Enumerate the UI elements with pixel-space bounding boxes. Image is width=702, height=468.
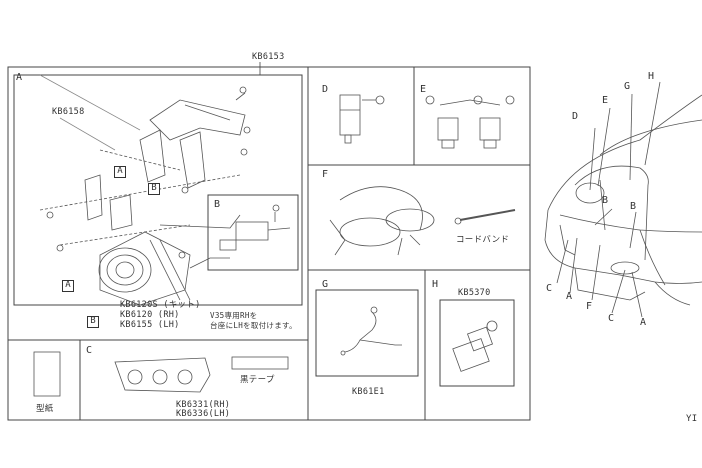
part-number-a-line1: KB6120S (キット) bbox=[120, 300, 201, 310]
part-number-top: KB6153 bbox=[252, 52, 285, 62]
part-number-c-line2: KB6336(LH) bbox=[176, 409, 231, 419]
section-letter-d: D bbox=[322, 84, 329, 95]
inset-label-a: A bbox=[114, 166, 126, 178]
inset-label-b-lower: B bbox=[87, 316, 99, 328]
paper-template-label: 型紙 bbox=[36, 404, 54, 414]
outer-frame bbox=[7, 66, 531, 421]
section-d-relay bbox=[339, 94, 385, 144]
car-callout-a2: A bbox=[640, 317, 647, 328]
car-illustration bbox=[544, 81, 702, 318]
bracket-assembly bbox=[39, 74, 291, 306]
car-callout-h: H bbox=[648, 71, 655, 82]
inset-label-b: B bbox=[148, 183, 160, 195]
part-number-h: KB5370 bbox=[458, 288, 491, 298]
section-g-harness bbox=[340, 306, 402, 356]
car-callout-b1: B bbox=[602, 195, 609, 206]
part-note-line2: 台座にLHを取付けます。 bbox=[210, 321, 297, 330]
car-callout-b2: B bbox=[630, 201, 637, 212]
section-e-parts bbox=[425, 95, 515, 149]
part-note-line1: V35専用RHを bbox=[210, 311, 258, 320]
part-number-c-line1: KB6331(RH) bbox=[176, 400, 231, 410]
part-number-a-main: KB6158 bbox=[52, 107, 85, 117]
section-letter-a: A bbox=[16, 72, 23, 83]
section-letter-c: C bbox=[86, 345, 93, 356]
section-letter-b: B bbox=[214, 199, 221, 210]
section-letter-g: G bbox=[322, 279, 329, 290]
black-tape-label: 黒テープ bbox=[240, 375, 275, 385]
section-a-frame bbox=[13, 74, 303, 306]
part-number-a-line2: KB6120 (RH) bbox=[120, 310, 180, 320]
car-callout-a1: A bbox=[566, 291, 573, 302]
car-callout-c2: C bbox=[608, 313, 615, 324]
section-letter-h: H bbox=[432, 279, 439, 290]
section-b-inset bbox=[207, 194, 299, 271]
code-band-label: コードバンド bbox=[456, 235, 510, 245]
corner-code: YI bbox=[686, 414, 698, 424]
car-callout-e: E bbox=[602, 95, 609, 106]
car-callout-f: F bbox=[586, 301, 593, 312]
part-number-a-line3: KB6155 (LH) bbox=[120, 320, 180, 330]
section-h-switch bbox=[452, 320, 498, 372]
car-callout-d: D bbox=[572, 111, 579, 122]
section-letter-e: E bbox=[420, 84, 427, 95]
car-callout-g: G bbox=[624, 81, 631, 92]
section-letter-f: F bbox=[322, 169, 329, 180]
inset-label-a-lower: A bbox=[62, 280, 74, 292]
section-c-shapes bbox=[33, 351, 289, 397]
section-f-harness bbox=[329, 186, 516, 256]
car-callout-c1: C bbox=[546, 283, 553, 294]
part-number-g: KB61E1 bbox=[352, 387, 385, 397]
